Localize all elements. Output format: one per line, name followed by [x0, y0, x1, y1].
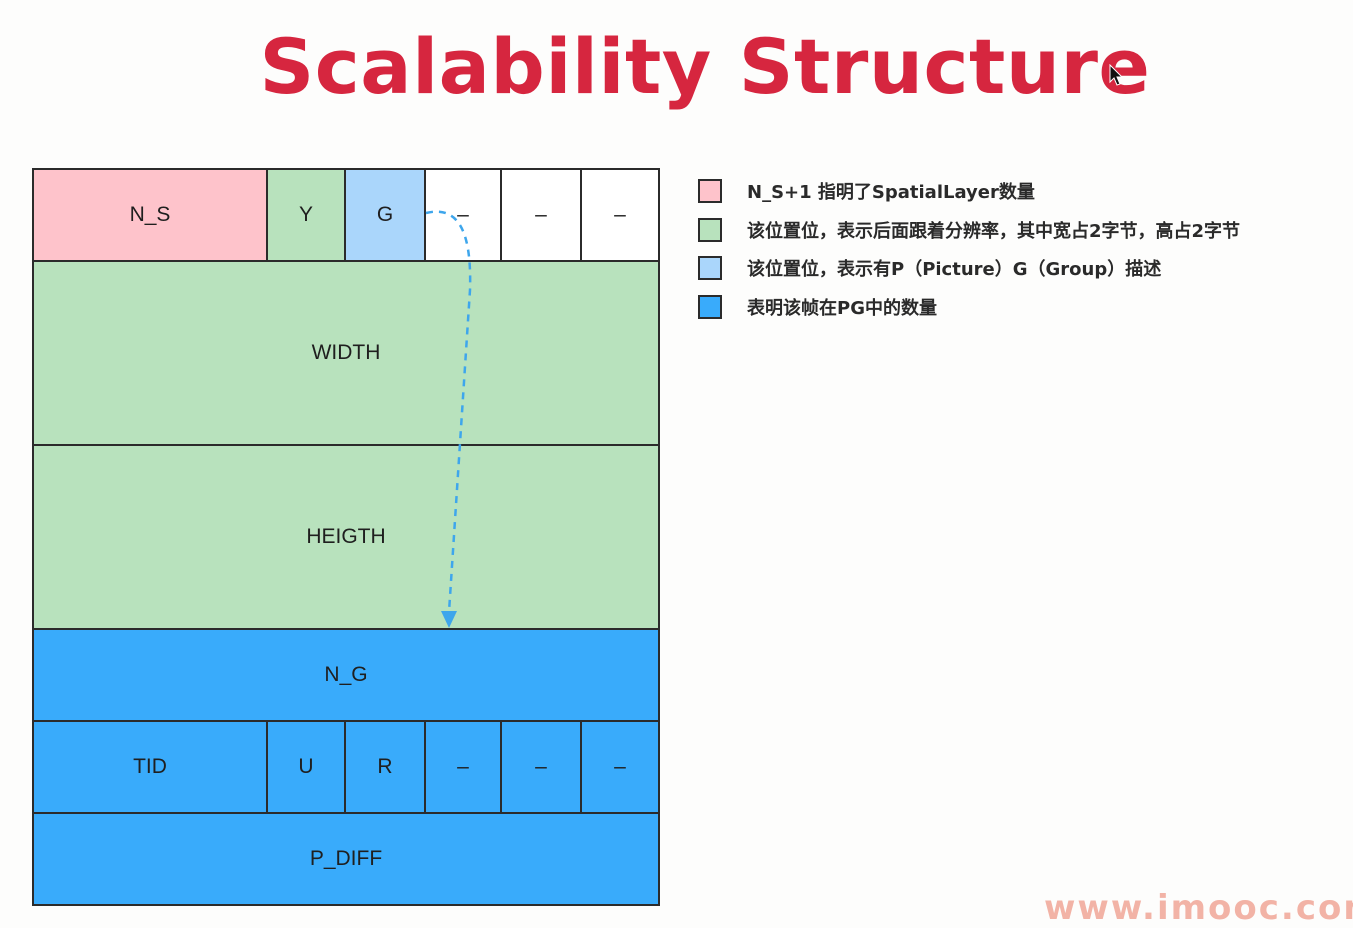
legend-item: 该位置位，表示后面跟着分辨率，其中宽占2字节，高占2字节 — [698, 211, 1240, 250]
field-reserved: – — [500, 168, 582, 262]
mouse-cursor-icon — [1109, 64, 1124, 86]
legend-item: N_S+1 指明了SpatialLayer数量 — [698, 172, 1240, 211]
field-reserved: – — [424, 168, 502, 262]
legend-swatch — [698, 217, 722, 242]
field-tid: TID — [32, 720, 268, 814]
field-reserved: – — [424, 720, 502, 814]
legend: N_S+1 指明了SpatialLayer数量该位置位，表示后面跟着分辨率，其中… — [698, 172, 1240, 326]
field-n-g: N_G — [32, 628, 660, 722]
legend-label: 表明该帧在PG中的数量 — [747, 297, 937, 319]
field-g: G — [344, 168, 426, 262]
field-r: R — [344, 720, 426, 814]
field-n-s: N_S — [32, 168, 268, 262]
field-reserved: – — [580, 720, 660, 814]
legend-label: 该位置位，表示有P（Picture）G（Group）描述 — [747, 259, 1162, 281]
field-width: WIDTH — [32, 260, 660, 446]
legend-label: 该位置位，表示后面跟着分辨率，其中宽占2字节，高占2字节 — [747, 220, 1241, 242]
legend-swatch — [698, 256, 722, 281]
legend-item: 表明该帧在PG中的数量 — [698, 288, 1240, 327]
field-u: U — [266, 720, 346, 814]
page-title: Scalability Structure — [259, 22, 1151, 111]
watermark: www.imooc.com — [1044, 888, 1353, 928]
legend-swatch — [698, 294, 722, 319]
legend-item: 该位置位，表示有P（Picture）G（Group）描述 — [698, 249, 1240, 288]
legend-label: N_S+1 指明了SpatialLayer数量 — [747, 182, 1035, 204]
field-heigth: HEIGTH — [32, 444, 660, 630]
field-reserved: – — [580, 168, 660, 262]
field-y: Y — [266, 168, 346, 262]
field-p-diff: P_DIFF — [32, 812, 660, 906]
field-reserved: – — [500, 720, 582, 814]
legend-swatch — [698, 179, 722, 204]
